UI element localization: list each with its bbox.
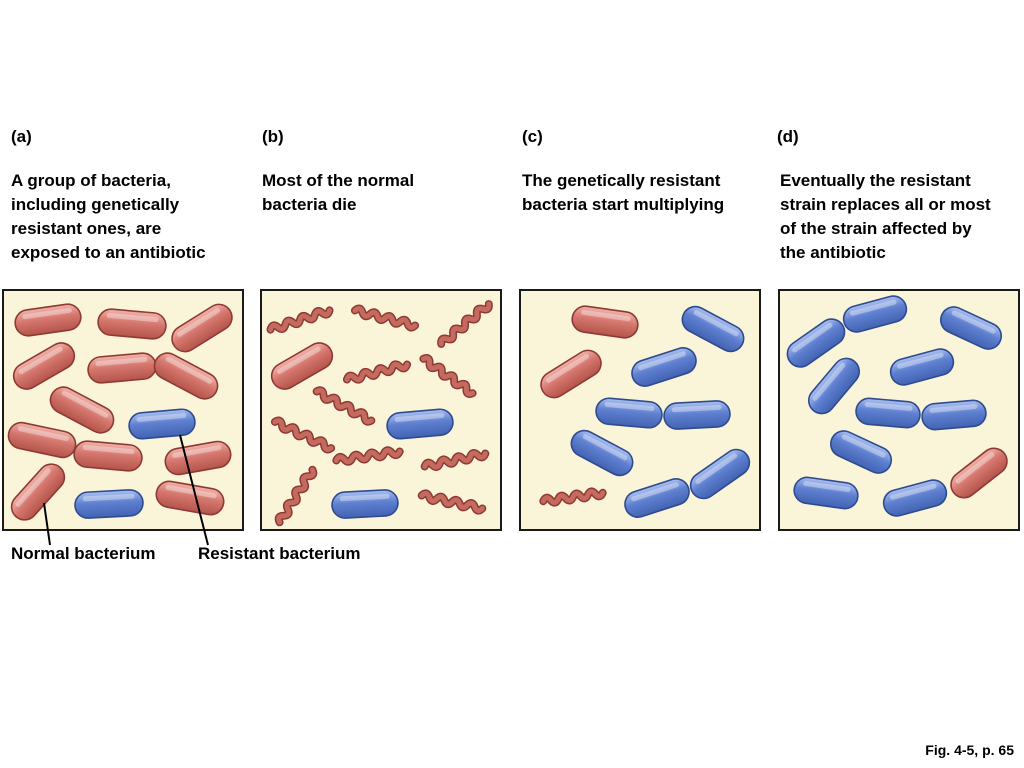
panel-a-caption: A group of bacteria, including genetical… — [11, 171, 206, 262]
panel-c-caption: The genetically resistant bacteria start… — [522, 171, 725, 214]
normal-bacterium — [7, 421, 77, 459]
dead-bacterium — [417, 489, 487, 515]
normal-bacterium — [87, 352, 157, 384]
resistant-bacterium — [793, 476, 859, 510]
normal-bacterium — [153, 352, 219, 400]
normal-bacterium — [155, 480, 225, 516]
resistant-bacterium — [786, 318, 846, 368]
resistant-bacterium — [681, 305, 745, 353]
resistant-bacterium — [689, 448, 751, 500]
resistant-bacterium — [595, 397, 663, 429]
normal-bacterium — [270, 342, 334, 390]
dead-bacterium — [420, 449, 490, 471]
resistant-bacterium — [829, 430, 893, 474]
normal-bacterium — [12, 342, 76, 390]
panel-d-caption: Eventually the resistant strain replaces… — [780, 171, 991, 262]
dead-bacterium — [312, 386, 376, 426]
normal-bacterium — [97, 308, 167, 340]
resistant-bacterium — [331, 489, 399, 519]
resistant-bacterium — [921, 399, 987, 431]
dead-bacterium — [266, 306, 334, 334]
normal-bacterium — [950, 447, 1008, 499]
resistant-bacterium — [663, 400, 731, 430]
resistant-bacterium — [889, 348, 955, 386]
resistant-bacterium — [74, 489, 144, 519]
dead-bacterium — [342, 360, 412, 384]
bacteria-layer — [7, 295, 1008, 527]
panel-a-label: (a) — [11, 127, 32, 146]
dead-bacterium — [437, 300, 493, 348]
normal-bacterium — [73, 440, 143, 472]
resistant-callout-line — [179, 434, 209, 546]
dead-bacterium — [350, 304, 420, 332]
panel-d-label: (d) — [777, 127, 799, 146]
dead-bacterium — [419, 354, 477, 398]
figure-reference: Fig. 4-5, p. 65 — [925, 742, 1014, 758]
resistant-bacterium — [939, 306, 1003, 350]
normal-bacterium — [10, 463, 66, 521]
dead-bacterium — [332, 446, 404, 466]
normal-bacterium — [171, 303, 233, 353]
resistant-bacterium-label: Resistant bacterium — [198, 544, 361, 563]
resistant-bacterium — [128, 408, 196, 440]
resistant-bacterium — [386, 408, 454, 440]
normal-bacterium — [14, 303, 82, 337]
resistant-bacterium — [882, 479, 948, 517]
panel-b-caption: Most of the normal bacteria die — [262, 171, 415, 214]
normal-bacterium — [540, 349, 602, 399]
resistant-bacterium — [807, 357, 861, 415]
resistant-bacterium — [624, 478, 690, 518]
normal-bacterium — [164, 440, 232, 476]
normal-bacterium — [571, 305, 639, 339]
normal-bacterium — [49, 386, 115, 434]
resistant-bacterium — [631, 347, 697, 387]
normal-bacterium-label: Normal bacterium — [11, 544, 156, 563]
dead-bacterium — [274, 465, 318, 527]
normal-callout-line — [43, 502, 51, 546]
dead-bacterium — [270, 416, 336, 454]
panel-c-label: (c) — [522, 127, 543, 146]
panel-b-label: (b) — [262, 127, 284, 146]
resistant-bacterium — [842, 295, 908, 333]
resistant-bacterium — [570, 429, 634, 477]
dead-bacterium — [539, 487, 607, 507]
resistant-bacterium — [855, 397, 921, 429]
